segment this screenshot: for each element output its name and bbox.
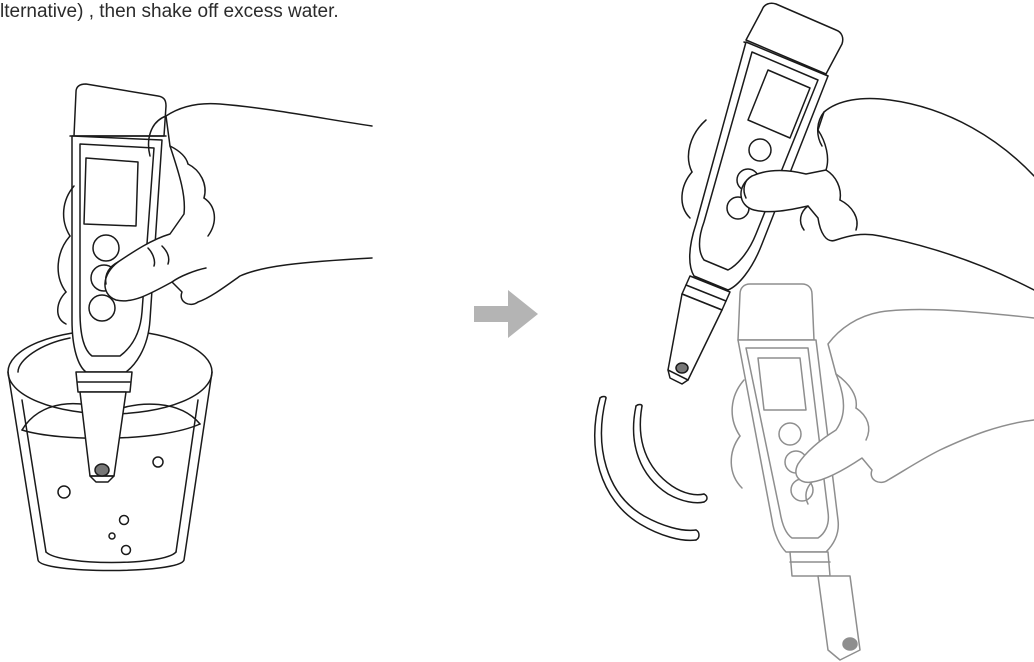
arrow-right-icon: [474, 290, 538, 338]
motion-lines-icon: [595, 397, 707, 541]
rinse-step-illustration: [8, 84, 372, 571]
shake-step-illustration: [595, 3, 1034, 660]
ghost-meter-icon: [731, 284, 1034, 660]
